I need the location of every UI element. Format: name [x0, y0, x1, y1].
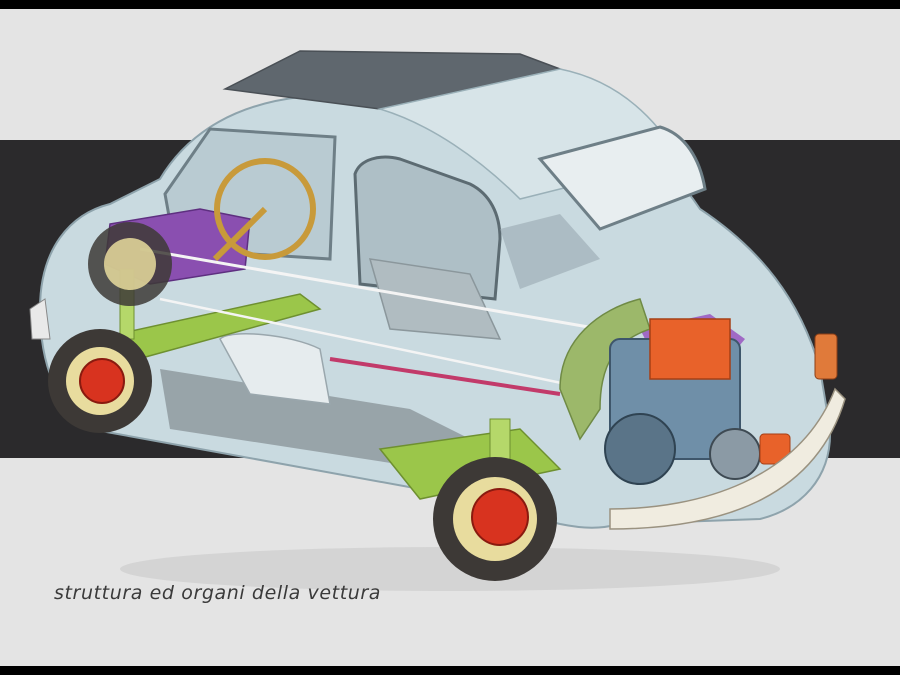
front-spare-wheel — [88, 222, 172, 306]
control-rod — [139, 247, 601, 331]
front-wheel — [48, 329, 152, 433]
engine-flywheel — [604, 413, 676, 485]
tail-light — [814, 333, 838, 380]
car-cutaway-illustration — [29, 50, 846, 591]
caption-text: struttura ed organi della vettura — [54, 582, 382, 604]
rear-bumper — [609, 387, 846, 530]
rear-window — [537, 125, 707, 231]
steering-wheel — [214, 158, 316, 260]
rear-wheel — [433, 457, 557, 581]
drive-rod — [329, 357, 561, 396]
front-seat — [219, 333, 331, 405]
rear-side-glass — [500, 214, 600, 289]
steering-column — [212, 206, 268, 262]
engine-pulley — [709, 428, 761, 480]
cutaway-poster: struttura ed organi della vettura — [0, 9, 900, 666]
front-bumper — [29, 298, 51, 340]
ground-shadow — [120, 547, 780, 591]
brake-line — [159, 297, 591, 391]
floor-panel — [160, 369, 470, 469]
cylinder-head — [649, 318, 731, 380]
folding-roof — [222, 50, 563, 110]
